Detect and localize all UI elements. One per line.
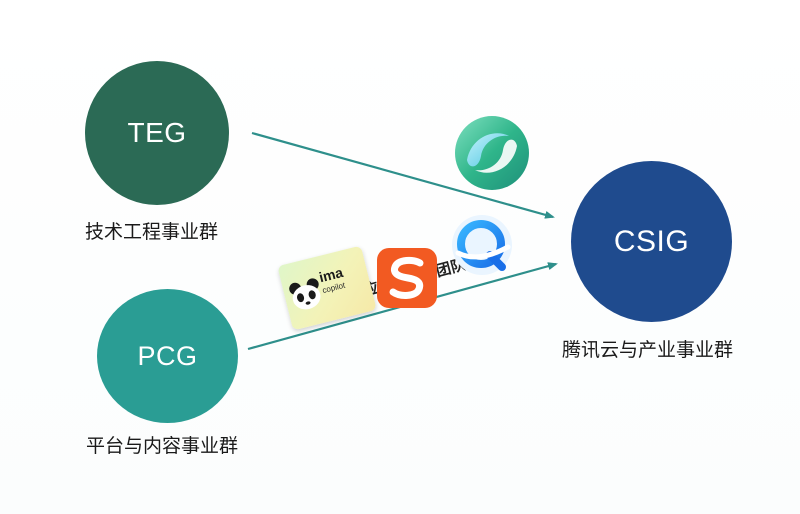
node-teg: TEG (85, 61, 229, 205)
arrow-teg-to-csig (251, 131, 555, 219)
caption-csig: 腾讯云与产业事业群 (562, 339, 734, 361)
panda-icon (289, 278, 321, 310)
node-teg-label: TEG (127, 117, 187, 148)
sogou-icon (377, 248, 437, 308)
node-pcg-label: PCG (137, 340, 198, 371)
caption-pcg: 平台与内容事业群 (86, 435, 239, 457)
qq-browser-icon (452, 215, 512, 275)
swirl-app-icon (455, 116, 529, 190)
ima-card: ima copilot (277, 245, 377, 331)
caption-teg: 技术工程事业群 (85, 221, 219, 243)
node-csig-label: CSIG (613, 224, 690, 258)
ima-copilot-icon: ima copilot (277, 245, 377, 331)
node-csig: CSIG (571, 161, 732, 322)
node-pcg: PCG (97, 289, 238, 423)
